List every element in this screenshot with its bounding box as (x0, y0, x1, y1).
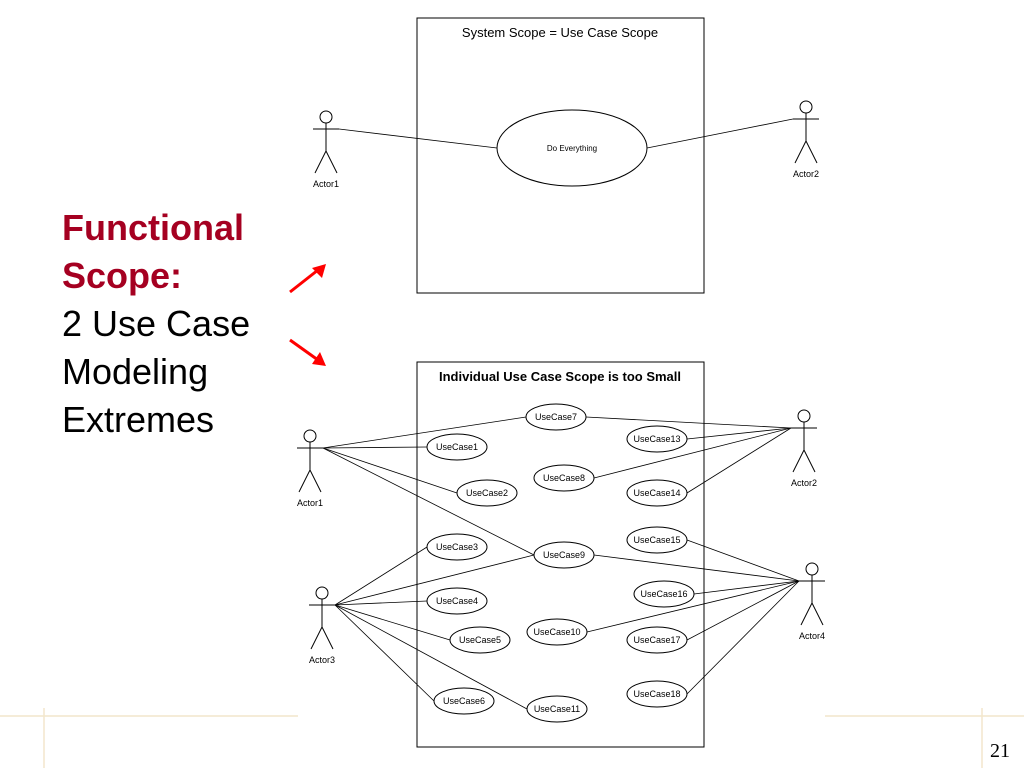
use-case-ellipse (426, 433, 488, 461)
use-case-ellipse (496, 109, 648, 187)
association-line (586, 580, 800, 633)
use-case-label: UseCase17 (633, 635, 680, 645)
use-case-ellipse (526, 695, 588, 723)
use-case-ellipse (426, 533, 488, 561)
body-line: 2 Use Case (62, 303, 251, 344)
actor-figure-icon (791, 409, 817, 473)
use-case-label: UseCase5 (459, 635, 501, 645)
slide-number: 21 (990, 740, 1010, 762)
body-line: Modeling (62, 351, 209, 392)
use-case-ellipse (626, 479, 688, 507)
arrow-to-top-diagram-icon (289, 264, 326, 294)
use-case-label: UseCase8 (543, 473, 585, 483)
use-case-ellipse (449, 626, 511, 654)
use-case-label: UseCase1 (436, 442, 478, 452)
use-case-ellipse (456, 479, 518, 507)
bottom-links (322, 416, 800, 710)
use-case-ellipse (526, 618, 588, 646)
use-case-label: UseCase9 (543, 550, 585, 560)
association-line (593, 554, 800, 582)
association-line (334, 554, 535, 606)
actor-figure-icon (297, 429, 323, 493)
use-case-ellipse (525, 403, 587, 431)
use-case-label: UseCase16 (640, 589, 687, 599)
association-line (334, 604, 451, 641)
use-case-ellipse (533, 464, 595, 492)
actor-label: Actor1 (313, 179, 339, 189)
use-case-label: UseCase2 (466, 488, 508, 498)
actor-label: Actor4 (799, 631, 825, 641)
bottom-diagram-title: Individual Use Case Scope is too Small (439, 369, 681, 384)
association-line (686, 427, 792, 494)
slide-body: 2 Use Case Modeling Extremes (62, 300, 250, 444)
actor-figure-icon (793, 100, 819, 164)
bottom-nodes: UseCase1UseCase2UseCase3UseCase4UseCase5… (297, 403, 825, 723)
association-line (593, 427, 792, 479)
actor-label: Actor1 (297, 498, 323, 508)
association-line (686, 427, 792, 440)
use-case-ellipse (433, 687, 495, 715)
use-case-label: UseCase3 (436, 542, 478, 552)
slide-heading: Functional Scope: (62, 204, 244, 300)
use-case-ellipse (626, 626, 688, 654)
use-case-ellipse (626, 425, 688, 453)
actor-label: Actor2 (791, 478, 817, 488)
actor-label: Actor3 (309, 655, 335, 665)
association-line (322, 447, 458, 494)
actor-figure-icon (799, 562, 825, 626)
association-line (338, 128, 498, 149)
use-case-ellipse (533, 541, 595, 569)
use-case-label: UseCase7 (535, 412, 577, 422)
heading-line: Scope: (62, 255, 183, 296)
actor-figure-icon (313, 110, 339, 174)
use-case-label: UseCase18 (633, 689, 680, 699)
arrow-to-bottom-diagram-icon (289, 338, 326, 366)
use-case-label: UseCase14 (633, 488, 680, 498)
association-line (322, 416, 527, 449)
use-case-ellipse (626, 526, 688, 554)
use-case-ellipse (426, 587, 488, 615)
association-line (686, 580, 800, 641)
bottom-system-boundary (416, 361, 705, 748)
top-diagram-title: System Scope = Use Case Scope (462, 25, 658, 40)
actor-figure-icon (309, 586, 335, 650)
association-line (585, 416, 792, 429)
actor-label: Actor2 (793, 169, 819, 179)
association-line (693, 580, 800, 595)
association-line (334, 604, 528, 710)
top-system-boundary (416, 17, 705, 294)
association-line (646, 118, 794, 149)
use-case-label: UseCase6 (443, 696, 485, 706)
use-case-ellipse (633, 580, 695, 608)
use-case-label: UseCase10 (533, 627, 580, 637)
use-case-label: UseCase13 (633, 434, 680, 444)
heading-line: Functional (62, 207, 244, 248)
association-line (334, 604, 435, 702)
association-line (686, 580, 800, 695)
association-line (686, 539, 800, 582)
body-line: Extremes (62, 399, 215, 440)
association-line (322, 447, 535, 556)
use-case-ellipse (626, 680, 688, 708)
top-links (338, 118, 794, 149)
use-case-label: UseCase11 (534, 704, 580, 714)
use-case-label: UseCase15 (633, 535, 680, 545)
association-line (334, 600, 428, 606)
use-case-label: UseCase4 (436, 596, 478, 606)
use-case-label: Do Everything (547, 144, 597, 153)
association-line (322, 446, 428, 449)
association-line (334, 546, 428, 606)
